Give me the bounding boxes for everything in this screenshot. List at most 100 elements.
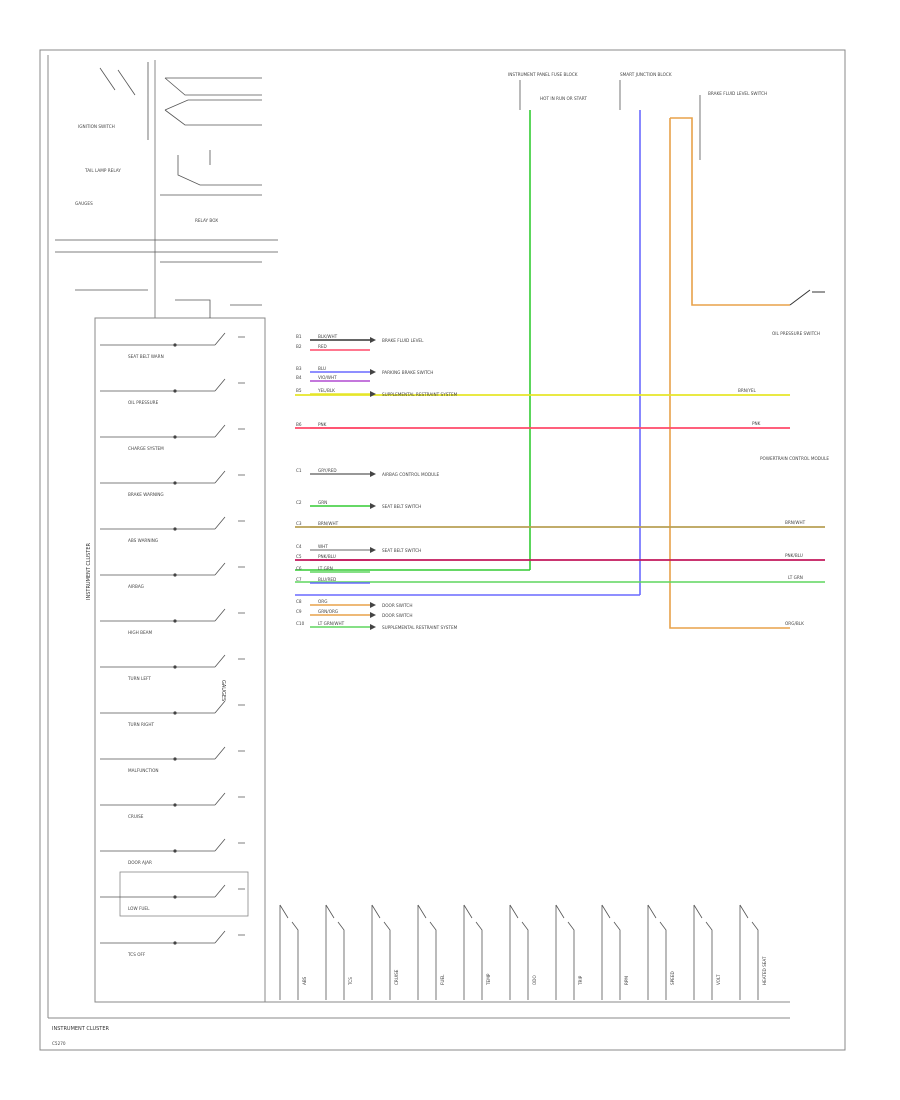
connector-pin: C6: [296, 566, 302, 571]
connector-arrow: [370, 547, 376, 553]
cluster-item: DOOR AJAR: [100, 838, 245, 865]
bottom-column: CRUISE: [371, 904, 399, 1000]
connector-wire-label: ORG: [318, 599, 327, 604]
module-vertical-label: INSTRUMENT CLUSTER: [86, 542, 92, 600]
sensor-label: OIL PRESSURE SWITCH: [772, 331, 820, 336]
bottom-column-label: VOLT: [716, 974, 721, 985]
cluster-item-node: [173, 343, 177, 347]
connector-row: C8 ORG DOOR SWITCH: [296, 599, 412, 608]
cluster-item-contact: [214, 378, 245, 392]
bottom-column: HEATED SEAT: [739, 904, 767, 1000]
bottom-column-label: RPM: [624, 976, 629, 985]
connector-pin: C2: [296, 500, 302, 505]
connector-arrow: [370, 391, 376, 397]
bottom-column-label: TCS: [348, 977, 353, 986]
connector-wire-label: YEL/BLK: [317, 388, 335, 393]
connector-wire-label: GRN: [318, 500, 327, 505]
cluster-item-label: DOOR AJAR: [128, 860, 152, 865]
switch-label: BRAKE FLUID LEVEL SWITCH: [708, 91, 767, 96]
cluster-item-contact: [214, 470, 245, 484]
crimson-end-label: PNK/BLU: [785, 553, 803, 558]
power-label: HOT IN RUN OR START: [540, 96, 587, 101]
bottom-column-label: HEATED SEAT: [762, 956, 767, 985]
power-stub-lines: [519, 80, 701, 160]
connector-wire-label: VIO/WHT: [318, 375, 337, 380]
bottom-column-contact: [325, 904, 345, 1000]
connector-row: B2 RED: [296, 344, 370, 351]
connector-wire-label: RED: [318, 344, 327, 349]
cluster-item-label: CRUISE: [128, 814, 144, 819]
connector-wire-label: BLU/RED: [318, 577, 336, 582]
connector-destination: DOOR SWITCH: [382, 613, 412, 618]
connector-destination: SUPPLEMENTAL RESTRAINT SYSTEM: [382, 392, 458, 397]
connector-destination: DOOR SWITCH: [382, 603, 412, 608]
cluster-item-contact: [214, 838, 245, 852]
cluster-item-contact: [214, 746, 245, 760]
orange-end-label: ORG/BLK: [785, 621, 804, 626]
cluster-item-contact: [214, 654, 245, 668]
connector-wire-label: PNK: [318, 422, 327, 427]
bottom-column: TCS: [325, 904, 353, 1000]
connector-wire-label: GRY/RED: [318, 468, 337, 473]
connector-destination: BRAKE FLUID LEVEL: [382, 338, 424, 343]
cluster-item-node: [173, 895, 177, 899]
cluster-item-node: [173, 435, 177, 439]
bottom-column: ABS: [279, 904, 307, 1000]
tan-end-label: BRN/WHT: [785, 520, 806, 525]
connector-pin: B2: [296, 344, 302, 349]
connector-arrow: [370, 369, 376, 375]
bottom-column: RPM: [601, 904, 629, 1000]
cluster-item-label: TCS OFF: [127, 952, 146, 957]
connector-wire-label: WHT: [318, 544, 328, 549]
cluster-item: LOW FUEL: [100, 884, 245, 911]
cluster-item-label: HIGH BEAM: [128, 630, 152, 635]
cluster-item-node: [173, 665, 177, 669]
connector-destination: AIRBAG CONTROL MODULE: [382, 472, 440, 477]
connector-pin: C8: [296, 599, 302, 604]
bottom-column-contact: [417, 904, 437, 1000]
cluster-item-node: [173, 389, 177, 393]
cluster-item-contact: [214, 930, 245, 944]
cluster-item: MALFUNCTION: [100, 746, 245, 773]
cluster-item-contact: [214, 608, 245, 622]
connector-row: C1 GRY/RED AIRBAG CONTROL MODULE: [296, 468, 440, 477]
cluster-item-label: MALFUNCTION: [128, 768, 159, 773]
relay-label: RELAY BOX: [195, 218, 218, 223]
bottom-column-contact: [371, 904, 391, 1000]
connector-wire-label: BRN/WHT: [318, 521, 339, 526]
bottom-column: TRIP: [555, 904, 583, 1000]
connector-arrow: [370, 337, 376, 343]
cluster-item-label: TURN LEFT: [127, 676, 151, 681]
wire-orange-branch: [670, 117, 790, 306]
connector-wire-label: PNK/BLU: [318, 554, 336, 559]
connector-pin: C10: [296, 621, 305, 626]
cluster-item: OIL PRESSURE: [100, 378, 245, 405]
gauges-vertical-label: GAUGES: [220, 680, 226, 701]
bottom-column: FUEL: [417, 904, 445, 1000]
connector-pin: C1: [296, 468, 302, 473]
connector-pin: B5: [296, 388, 302, 393]
connector-pin: C3: [296, 521, 302, 526]
cluster-item-label: SEAT BELT WARN: [128, 354, 164, 359]
gauge-label: GAUGES: [75, 201, 93, 206]
cluster-item-contact: [214, 332, 245, 346]
cluster-item-label: AIRBAG: [128, 584, 144, 589]
cluster-item-node: [173, 481, 177, 485]
module-right-label: POWERTRAIN CONTROL MODULE: [760, 456, 829, 461]
cluster-item-contact: [214, 562, 245, 576]
cluster-item-label: OIL PRESSURE: [128, 400, 159, 405]
cluster-item-label: BRAKE WARNING: [128, 492, 164, 497]
tail-label: TAIL LAMP RELAY: [84, 168, 121, 173]
connector-wire-label: GRN/ORG: [318, 609, 338, 614]
cluster-item-label: ABS WARNING: [128, 538, 158, 543]
bottom-column: VOLT: [693, 904, 721, 1000]
cluster-item-node: [173, 619, 177, 623]
